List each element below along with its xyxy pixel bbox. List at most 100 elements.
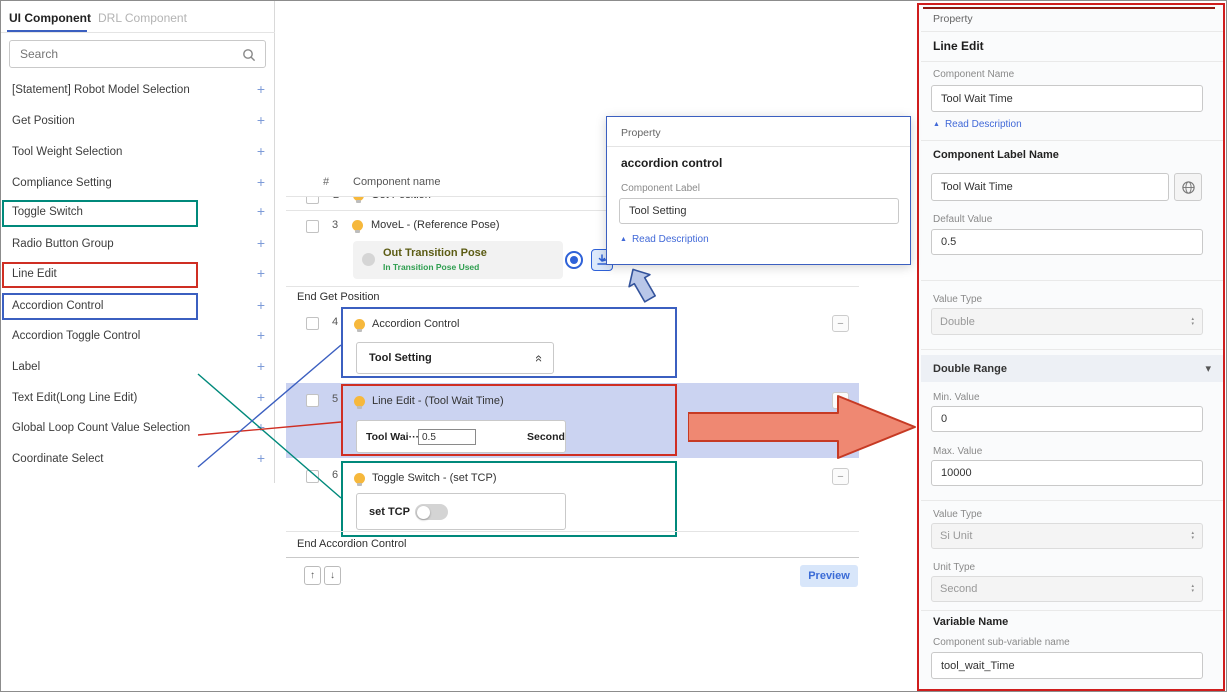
add-component-button[interactable]: + (256, 297, 265, 313)
sidebar-item-get-position[interactable]: Get Position + (1, 107, 275, 137)
component-sidebar: UI Component DRL Component [Statement] R… (1, 1, 275, 483)
end-get-position-row[interactable]: End Get Position (297, 291, 380, 303)
add-component-button[interactable]: + (256, 389, 265, 405)
sidebar-item-label: Get Position (12, 115, 75, 127)
row-checkbox[interactable] (306, 197, 319, 204)
component-label-name-caption: Component Label Name (933, 149, 1059, 161)
si-unit-value: Si Unit (940, 530, 973, 542)
bulb-icon (354, 319, 365, 332)
si-unit-select[interactable]: Si Unit ▴▾ (931, 523, 1203, 549)
row-index: 2 (333, 197, 339, 201)
record-pose-icon[interactable] (565, 251, 583, 269)
row-checkbox[interactable] (306, 220, 319, 233)
sidebar-item-toggle-switch[interactable]: Toggle Switch + (1, 198, 275, 228)
collapse-row-button[interactable]: − (832, 468, 849, 485)
search-input[interactable] (12, 43, 237, 65)
panel-divider (921, 31, 1223, 32)
panel-divider (921, 280, 1223, 281)
accordion-control-row-box[interactable]: Accordion Control Tool Setting « (341, 307, 677, 378)
component-label-name-input[interactable] (931, 173, 1169, 201)
toggle-switch-row-box[interactable]: Toggle Switch - (set TCP) set TCP (341, 461, 677, 537)
translate-button[interactable] (1174, 173, 1202, 201)
line-edit-preview-card: Tool Wai··· Second (356, 420, 566, 453)
table-row-2-clipped[interactable]: 2 Get Position (286, 197, 859, 210)
collapse-chevrons-icon[interactable]: « (531, 354, 547, 363)
accordion-header-card[interactable]: Tool Setting « (356, 342, 554, 374)
min-value-input[interactable] (931, 406, 1203, 432)
read-description-link[interactable]: ▲ Read Description (620, 234, 709, 245)
table-row-movel-label[interactable]: MoveL - (Reference Pose) (371, 219, 500, 231)
row-index: 3 (332, 219, 339, 231)
sidebar-item-label: Radio Button Group (12, 238, 114, 250)
globe-icon (1181, 180, 1195, 194)
add-component-button[interactable]: + (256, 81, 265, 97)
sidebar-item-global-loop-count[interactable]: Global Loop Count Value Selection + (1, 414, 275, 444)
add-component-button[interactable]: + (256, 174, 265, 190)
double-range-section-header[interactable]: Double Range ▾ (921, 355, 1223, 382)
sidebar-item-accordion-control[interactable]: Accordion Control + (1, 292, 275, 322)
sidebar-item-label: Accordion Control (12, 300, 104, 312)
transition-pose-card[interactable]: Out Transition Pose In Transition Pose U… (353, 241, 563, 279)
max-value-input[interactable] (931, 460, 1203, 486)
add-component-button[interactable]: + (256, 450, 265, 466)
bulb-icon (354, 396, 365, 409)
transition-pose-title: Out Transition Pose (383, 247, 487, 259)
add-component-button[interactable]: + (256, 143, 265, 159)
add-component-button[interactable]: + (256, 235, 265, 251)
sidebar-item-tool-weight-selection[interactable]: Tool Weight Selection + (1, 138, 275, 168)
wait-time-input[interactable] (418, 429, 476, 445)
add-component-button[interactable]: + (256, 358, 265, 374)
sidebar-item-radio-button-group[interactable]: Radio Button Group + (1, 230, 275, 260)
panel-component-name: Line Edit (933, 39, 984, 53)
stepper-icon: ▴▾ (1191, 530, 1194, 541)
read-description-link[interactable]: ▲ Read Description (933, 119, 1022, 130)
default-value-input[interactable] (931, 229, 1203, 255)
component-name-input[interactable] (931, 85, 1203, 112)
sidebar-item-text-edit[interactable]: Text Edit(Long Line Edit) + (1, 384, 275, 414)
collapse-triangle-icon: ▲ (620, 236, 627, 243)
search-box (9, 40, 266, 68)
line-edit-row-box[interactable]: Line Edit - (Tool Wait Time) Tool Wai···… (341, 384, 677, 456)
value-type-select[interactable]: Double ▴▾ (931, 308, 1203, 335)
component-label-input[interactable] (619, 198, 899, 224)
sidebar-item-accordion-toggle-control[interactable]: Accordion Toggle Control + (1, 322, 275, 352)
add-component-button[interactable]: + (256, 265, 265, 281)
tab-ui-component[interactable]: UI Component (9, 11, 91, 25)
sidebar-item-label: Label (12, 361, 41, 373)
row-checkbox[interactable] (306, 394, 319, 407)
sidebar-item-label: Toggle Switch (12, 206, 83, 218)
property-popup: Property accordion control Component Lab… (606, 116, 911, 265)
sidebar-item-coordinate-select[interactable]: Coordinate Select + (1, 445, 275, 475)
sidebar-item-label-component[interactable]: Label + (1, 353, 275, 383)
sidebar-item-line-edit[interactable]: Line Edit + (1, 260, 275, 290)
panel-divider (921, 349, 1223, 350)
popup-component-name: accordion control (621, 156, 723, 170)
preview-button-label: Preview (808, 570, 850, 582)
move-down-button[interactable]: ↓ (324, 566, 341, 585)
table-bottom-scrollbar[interactable] (286, 557, 859, 558)
sidebar-item-label: Text Edit(Long Line Edit) (12, 392, 138, 404)
add-component-button[interactable]: + (256, 327, 265, 343)
collapse-row-button[interactable]: − (832, 315, 849, 332)
panel-title: Property (933, 13, 973, 25)
panel-divider (921, 610, 1223, 611)
row-divider (286, 286, 859, 287)
tcp-toggle-switch[interactable] (415, 504, 448, 520)
end-accordion-row[interactable]: End Accordion Control (297, 538, 407, 550)
tab-drl-component[interactable]: DRL Component (98, 11, 187, 25)
sidebar-item-robot-model-selection[interactable]: [Statement] Robot Model Selection + (1, 76, 275, 106)
row-checkbox[interactable] (306, 317, 319, 330)
min-value-caption: Min. Value (933, 392, 980, 403)
bulb-icon (352, 220, 363, 233)
sub-variable-input[interactable] (931, 652, 1203, 679)
move-up-button[interactable]: ↑ (304, 566, 321, 585)
preview-button[interactable]: Preview (800, 565, 858, 587)
add-component-button[interactable]: + (256, 203, 265, 219)
add-component-button[interactable]: + (256, 112, 265, 128)
row-checkbox[interactable] (306, 470, 319, 483)
unit-type-select[interactable]: Second ▴▾ (931, 576, 1203, 602)
unit-label: Second (527, 431, 565, 443)
sidebar-item-compliance-setting[interactable]: Compliance Setting + (1, 169, 275, 199)
add-component-button[interactable]: + (256, 419, 265, 435)
